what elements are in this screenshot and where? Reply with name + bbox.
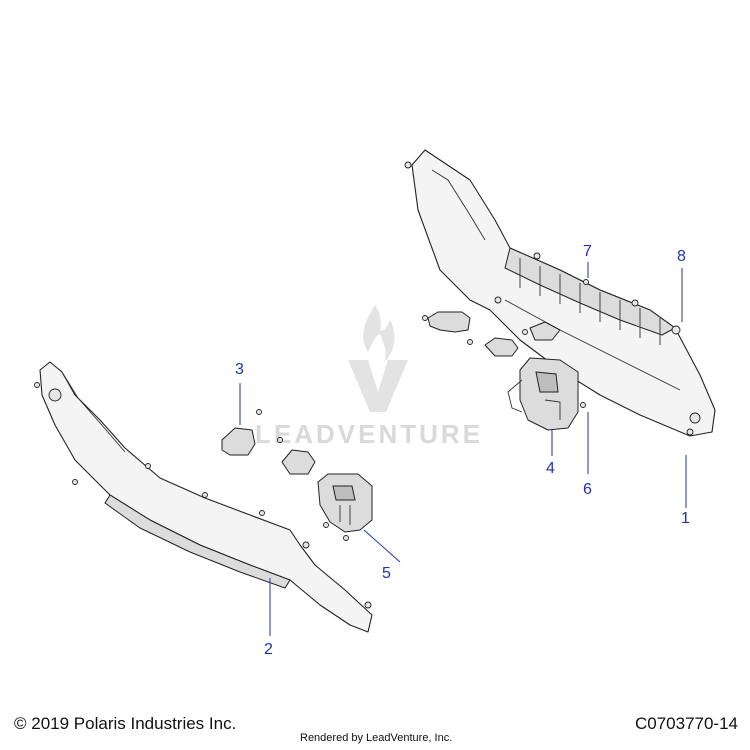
- callout-1: 1: [681, 510, 690, 527]
- part-2-front-panel: [34, 361, 373, 633]
- callout-3: 3: [235, 361, 244, 378]
- callout-7: 7: [583, 243, 592, 260]
- rendered-by-text: Rendered by LeadVenture, Inc.: [300, 732, 453, 744]
- leadventure-watermark: LEADVENTURE: [255, 305, 483, 449]
- callout-6: 6: [583, 481, 592, 498]
- callout-8: 8: [677, 248, 686, 265]
- callouts: 1 2 3 4 5 6 7 8: [235, 243, 690, 658]
- part-4-bracket: [507, 357, 586, 431]
- copyright-text: © 2019 Polaris Industries Inc.: [14, 714, 237, 733]
- callout-2: 2: [264, 641, 273, 658]
- watermark-flame-icon: [363, 305, 395, 362]
- part-1-rear-panel: [404, 149, 716, 437]
- callout-5: 5: [382, 565, 391, 582]
- part-5-bracket: [317, 473, 373, 541]
- callout-4: 4: [546, 460, 555, 477]
- part-3-clip: [221, 409, 316, 475]
- clips-upper: [422, 311, 561, 357]
- leader-lines: [239, 262, 687, 636]
- watermark-text: LEADVENTURE: [255, 419, 483, 449]
- watermark-v-icon: [348, 360, 408, 412]
- diagram-code: C0703770-14: [634, 714, 738, 733]
